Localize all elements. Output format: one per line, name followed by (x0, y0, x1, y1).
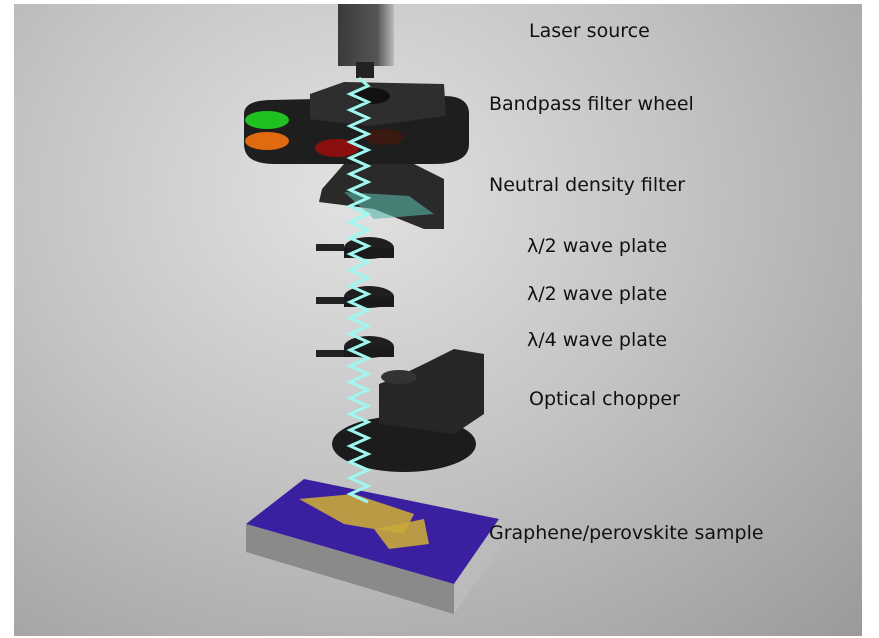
half-wave-plate-2 (316, 286, 394, 308)
laser-source (338, 4, 394, 78)
label-quarter-wave-plate: λ/4 wave plate (527, 329, 668, 351)
label-half-wave-plate-2: λ/2 wave plate (527, 283, 668, 305)
graphene-perovskite-sample (246, 479, 499, 614)
label-graphene-perovskite-sample: Graphene/perovskite sample (489, 522, 764, 544)
label-neutral-density-filter: Neutral density filter (489, 174, 686, 196)
label-bandpass-filter-wheel: Bandpass filter wheel (489, 93, 694, 115)
laser-beam (346, 76, 372, 504)
label-laser-source: Laser source (529, 20, 650, 42)
setup-illustration (244, 4, 499, 614)
bandpass-filter-wheel (244, 82, 469, 164)
orange-filter (245, 132, 289, 150)
label-half-wave-plate-1: λ/2 wave plate (527, 235, 668, 257)
label-optical-chopper: Optical chopper (529, 388, 680, 410)
neutral-density-filter (319, 164, 444, 229)
optical-chopper (332, 349, 484, 472)
green-filter (245, 111, 289, 129)
optical-setup-diagram: Laser source Bandpass filter wheel Neutr… (14, 4, 862, 636)
red-filter (315, 139, 359, 157)
